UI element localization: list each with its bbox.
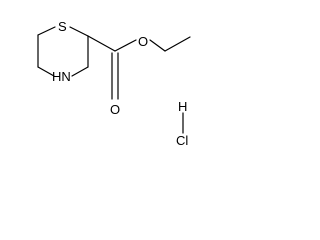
bond-n-c5 <box>37 66 55 77</box>
bond-c6-s <box>37 26 56 36</box>
bond-carbonyl-c-ester-o <box>114 39 137 52</box>
ester-oxygen-atom-label: O <box>138 34 148 49</box>
bond-ester-o-ch2 <box>149 39 166 52</box>
bond-ch2-ch3 <box>164 36 191 52</box>
nitrogen-atom-label: HN <box>52 69 71 84</box>
sulfur-atom-label: S <box>58 19 67 34</box>
hydrogen-atom-label: H <box>178 99 187 114</box>
bond-s-c2 <box>69 26 89 37</box>
chemical-structure-diagram: S HN O O H Cl <box>0 0 214 150</box>
bond-c3-n <box>71 66 89 77</box>
chlorine-atom-label: Cl <box>176 133 188 148</box>
bond-c2-carbonyl-c <box>87 35 116 52</box>
carbonyl-oxygen-atom-label: O <box>110 102 120 117</box>
